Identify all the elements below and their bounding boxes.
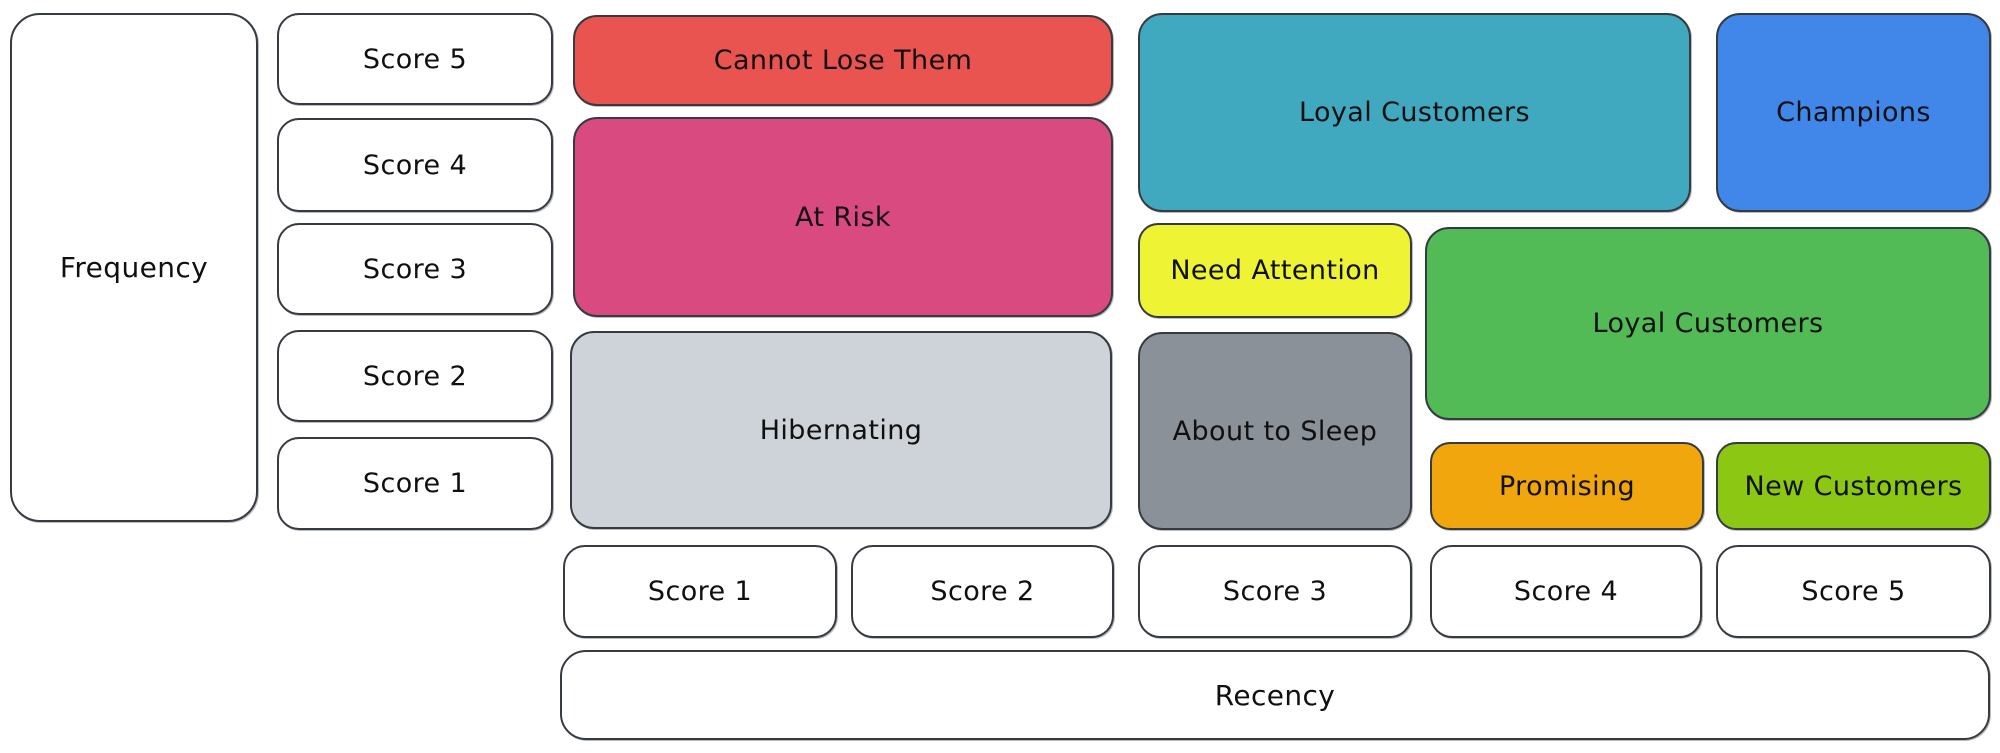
segment-new-customers: New Customers	[1716, 442, 1991, 530]
segment-hibernating: Hibernating	[570, 331, 1112, 529]
segment-loyal-customers-top: Loyal Customers	[1138, 13, 1691, 212]
segment-cannot-lose-them: Cannot Lose Them	[573, 15, 1113, 106]
recency-score-1: Score 1	[563, 545, 837, 638]
recency-score-2: Score 2	[851, 545, 1114, 638]
frequency-axis-label: Frequency	[10, 13, 258, 522]
segment-promising: Promising	[1430, 442, 1704, 530]
segment-at-risk: At Risk	[573, 117, 1113, 317]
frequency-score-5: Score 5	[277, 13, 553, 105]
segment-need-attention: Need Attention	[1138, 223, 1412, 318]
frequency-score-3: Score 3	[277, 223, 553, 315]
frequency-score-2: Score 2	[277, 330, 553, 422]
recency-score-3: Score 3	[1138, 545, 1412, 638]
recency-score-4: Score 4	[1430, 545, 1702, 638]
frequency-score-4: Score 4	[277, 118, 553, 212]
segment-champions: Champions	[1716, 13, 1991, 212]
recency-axis-label: Recency	[560, 650, 1990, 740]
frequency-score-1: Score 1	[277, 437, 553, 530]
segment-about-to-sleep: About to Sleep	[1138, 332, 1412, 530]
segment-loyal-customers-middle: Loyal Customers	[1425, 227, 1991, 420]
recency-score-5: Score 5	[1716, 545, 1991, 638]
